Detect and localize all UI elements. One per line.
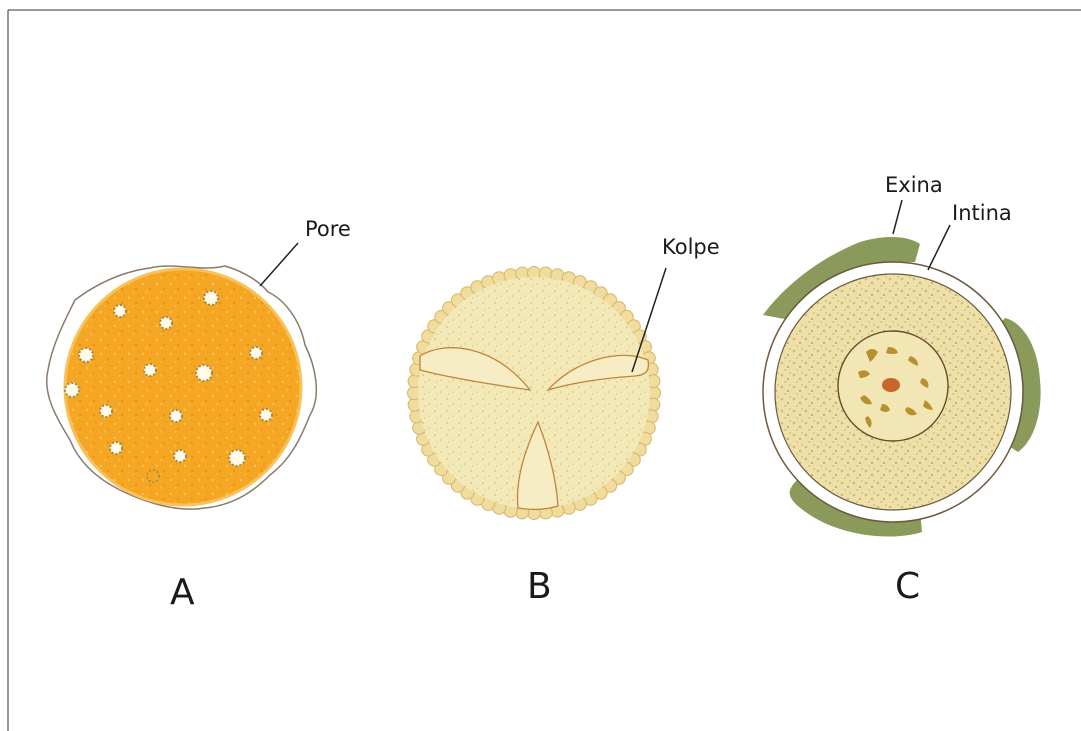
pore-label: Pore bbox=[305, 217, 351, 241]
exina-label: Exina bbox=[885, 173, 943, 197]
intina-label: Intina bbox=[952, 201, 1012, 225]
pore bbox=[114, 305, 126, 317]
pore bbox=[100, 405, 112, 417]
panel-b-letter: B bbox=[527, 566, 552, 607]
pore bbox=[170, 410, 182, 422]
pore bbox=[204, 291, 218, 305]
intina-leader-line bbox=[928, 225, 950, 270]
panel-b: Kolpe B bbox=[408, 235, 720, 607]
pore bbox=[110, 442, 122, 454]
panel-a-letter: A bbox=[170, 572, 195, 613]
pore bbox=[144, 364, 156, 376]
nucleolus bbox=[882, 378, 900, 392]
pore-leader-line bbox=[260, 243, 298, 286]
pore bbox=[65, 383, 79, 397]
pore bbox=[196, 365, 212, 381]
panel-a: Pore A bbox=[47, 217, 351, 613]
pore bbox=[229, 450, 245, 466]
kolpe-label: Kolpe bbox=[662, 235, 720, 259]
panel-c: Exina Intina C bbox=[763, 173, 1041, 607]
panel-c-letter: C bbox=[895, 566, 920, 607]
pore bbox=[79, 348, 93, 362]
exina-leader-line bbox=[893, 200, 902, 234]
pore bbox=[160, 317, 172, 329]
pore bbox=[260, 409, 272, 421]
pore bbox=[250, 347, 262, 359]
pore bbox=[174, 450, 186, 462]
